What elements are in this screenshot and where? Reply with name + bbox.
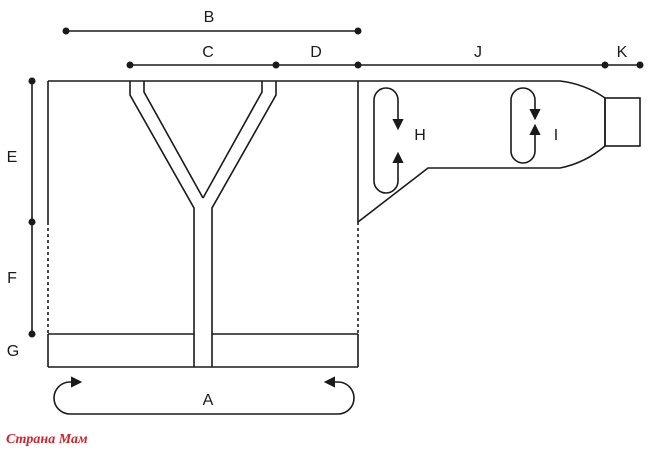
label-b: B bbox=[204, 9, 215, 26]
dimension-e-f bbox=[28, 77, 36, 338]
cuff-piece bbox=[604, 97, 641, 147]
label-g: G bbox=[7, 343, 19, 360]
label-i: I bbox=[554, 127, 558, 144]
width-arrow-a bbox=[53, 376, 355, 415]
body-piece bbox=[47, 80, 359, 368]
rotation-arrow-h bbox=[373, 87, 404, 194]
sleeve-piece bbox=[357, 80, 606, 223]
label-a: A bbox=[203, 392, 214, 409]
label-d: D bbox=[310, 44, 322, 61]
label-k: K bbox=[617, 44, 628, 61]
dimension-b bbox=[62, 27, 362, 35]
rotation-arrow-i bbox=[510, 87, 541, 164]
label-e: E bbox=[7, 149, 18, 166]
watermark-logo: Страна Мам bbox=[6, 432, 88, 447]
dimension-c-d-j-k bbox=[126, 61, 644, 69]
v-neck-band bbox=[129, 81, 277, 367]
label-h: H bbox=[414, 127, 426, 144]
label-f: F bbox=[7, 270, 17, 287]
label-c: C bbox=[202, 44, 214, 61]
label-j: J bbox=[474, 44, 482, 61]
